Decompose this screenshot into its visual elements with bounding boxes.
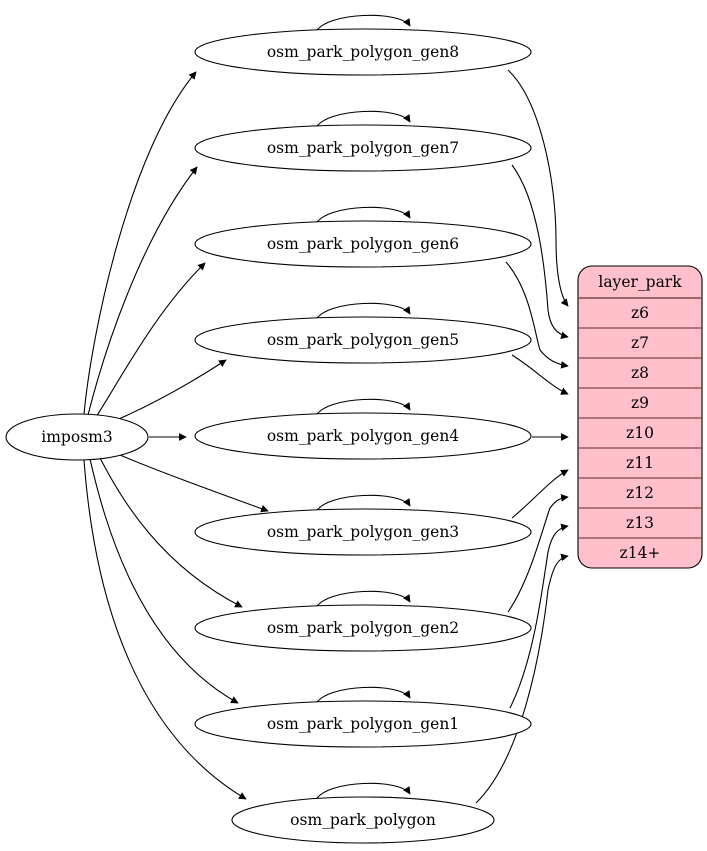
node-gen8-label: osm_park_polygon_gen8 (267, 43, 459, 61)
self-loop-gen6 (315, 206, 411, 225)
edge-imposm3-to-gen1 (89, 458, 239, 704)
node-gen2[interactable]: osm_park_polygon_gen2 (194, 604, 532, 652)
node-gen1-ellipse[interactable] (194, 700, 532, 748)
node-gen1-label: osm_park_polygon_gen1 (267, 715, 459, 733)
edge-imposm3-to-gen6 (95, 262, 206, 418)
node-imposm3-ellipse[interactable] (5, 413, 149, 461)
node-gen6[interactable]: osm_park_polygon_gen6 (194, 220, 532, 268)
node-gen7-label: osm_park_polygon_gen7 (267, 139, 459, 157)
self-loop-base (315, 782, 411, 801)
layer-park-row-z10[interactable]: z10 (626, 424, 654, 442)
self-loop-gen7 (315, 110, 411, 129)
edge-gen9-to-z9 (511, 354, 569, 395)
edges-to-layer-park (475, 69, 569, 804)
edge-base-to-z14 (475, 553, 569, 804)
edge-imposm3-to-gen3 (119, 454, 269, 513)
node-gen7-ellipse[interactable] (194, 124, 532, 172)
node-gen5-label: osm_park_polygon_gen5 (267, 331, 459, 349)
node-base-label: osm_park_polygon (290, 811, 436, 829)
edge-imposm3-to-gen7 (87, 166, 198, 416)
node-gen4[interactable]: osm_park_polygon_gen4 (194, 412, 532, 460)
node-gen6-label: osm_park_polygon_gen6 (267, 235, 459, 253)
edge-gen1-to-z13 (509, 523, 569, 709)
node-gen3-label: osm_park_polygon_gen3 (267, 523, 459, 541)
edges-from-imposm3 (83, 71, 269, 800)
self-loop-gen1 (315, 686, 411, 705)
self-loop-gen2 (315, 590, 411, 609)
layer-park-row-z11[interactable]: z11 (626, 454, 654, 472)
node-imposm3[interactable]: imposm3 (5, 413, 149, 461)
node-gen3[interactable]: osm_park_polygon_gen3 (194, 508, 532, 556)
edge-gen8-to-z6 (507, 69, 569, 307)
node-gen5[interactable]: osm_park_polygon_gen5 (194, 316, 532, 364)
layer-park-row-z7[interactable]: z7 (631, 334, 649, 352)
edge-imposm3-to-base (83, 459, 247, 800)
self-loop-gen8 (315, 14, 411, 33)
layer-park-row-z13[interactable]: z13 (626, 514, 654, 532)
self-loop-gen5 (315, 302, 411, 321)
edge-imposm3-to-gen8 (83, 71, 197, 415)
edge-imposm3-to-gen5 (111, 359, 227, 423)
node-gen8[interactable]: osm_park_polygon_gen8 (194, 28, 532, 76)
node-gen7[interactable]: osm_park_polygon_gen7 (194, 124, 532, 172)
node-gen3-ellipse[interactable] (194, 508, 532, 556)
edge-imposm3-to-gen2 (99, 457, 243, 608)
edge-gen3-to-z11 (511, 469, 569, 519)
layer-park-title: layer_park (598, 273, 682, 291)
node-gen4-label: osm_park_polygon_gen4 (267, 427, 459, 445)
layer-park-table[interactable]: layer_park z6 z7 z8 z9 z10 z11 z12 z13 z… (577, 265, 703, 569)
edge-gen7-to-z7 (511, 164, 569, 340)
layer-park-row-z8[interactable]: z8 (631, 364, 649, 382)
node-gen4-ellipse[interactable] (194, 412, 532, 460)
layer-park-row-z9[interactable]: z9 (631, 394, 649, 412)
node-gen5-ellipse[interactable] (194, 316, 532, 364)
node-base-ellipse[interactable] (231, 796, 495, 844)
edge-gen6-to-z8 (505, 261, 569, 369)
layer-park-row-z14plus[interactable]: z14+ (620, 544, 661, 562)
node-gen6-ellipse[interactable] (194, 220, 532, 268)
self-loop-edges (315, 14, 411, 801)
node-osm-park-polygon[interactable]: osm_park_polygon (231, 796, 495, 844)
edge-gen2-to-z12 (507, 494, 569, 613)
layer-park-background (577, 265, 703, 569)
node-gen2-label: osm_park_polygon_gen2 (267, 619, 459, 637)
node-gen2-ellipse[interactable] (194, 604, 532, 652)
self-loop-gen4 (315, 398, 411, 417)
node-imposm3-label: imposm3 (41, 428, 112, 446)
node-gen8-ellipse[interactable] (194, 28, 532, 76)
layer-park-row-z12[interactable]: z12 (626, 484, 654, 502)
self-loop-gen3 (315, 494, 411, 513)
node-gen1[interactable]: osm_park_polygon_gen1 (194, 700, 532, 748)
layer-park-row-z6[interactable]: z6 (631, 304, 649, 322)
